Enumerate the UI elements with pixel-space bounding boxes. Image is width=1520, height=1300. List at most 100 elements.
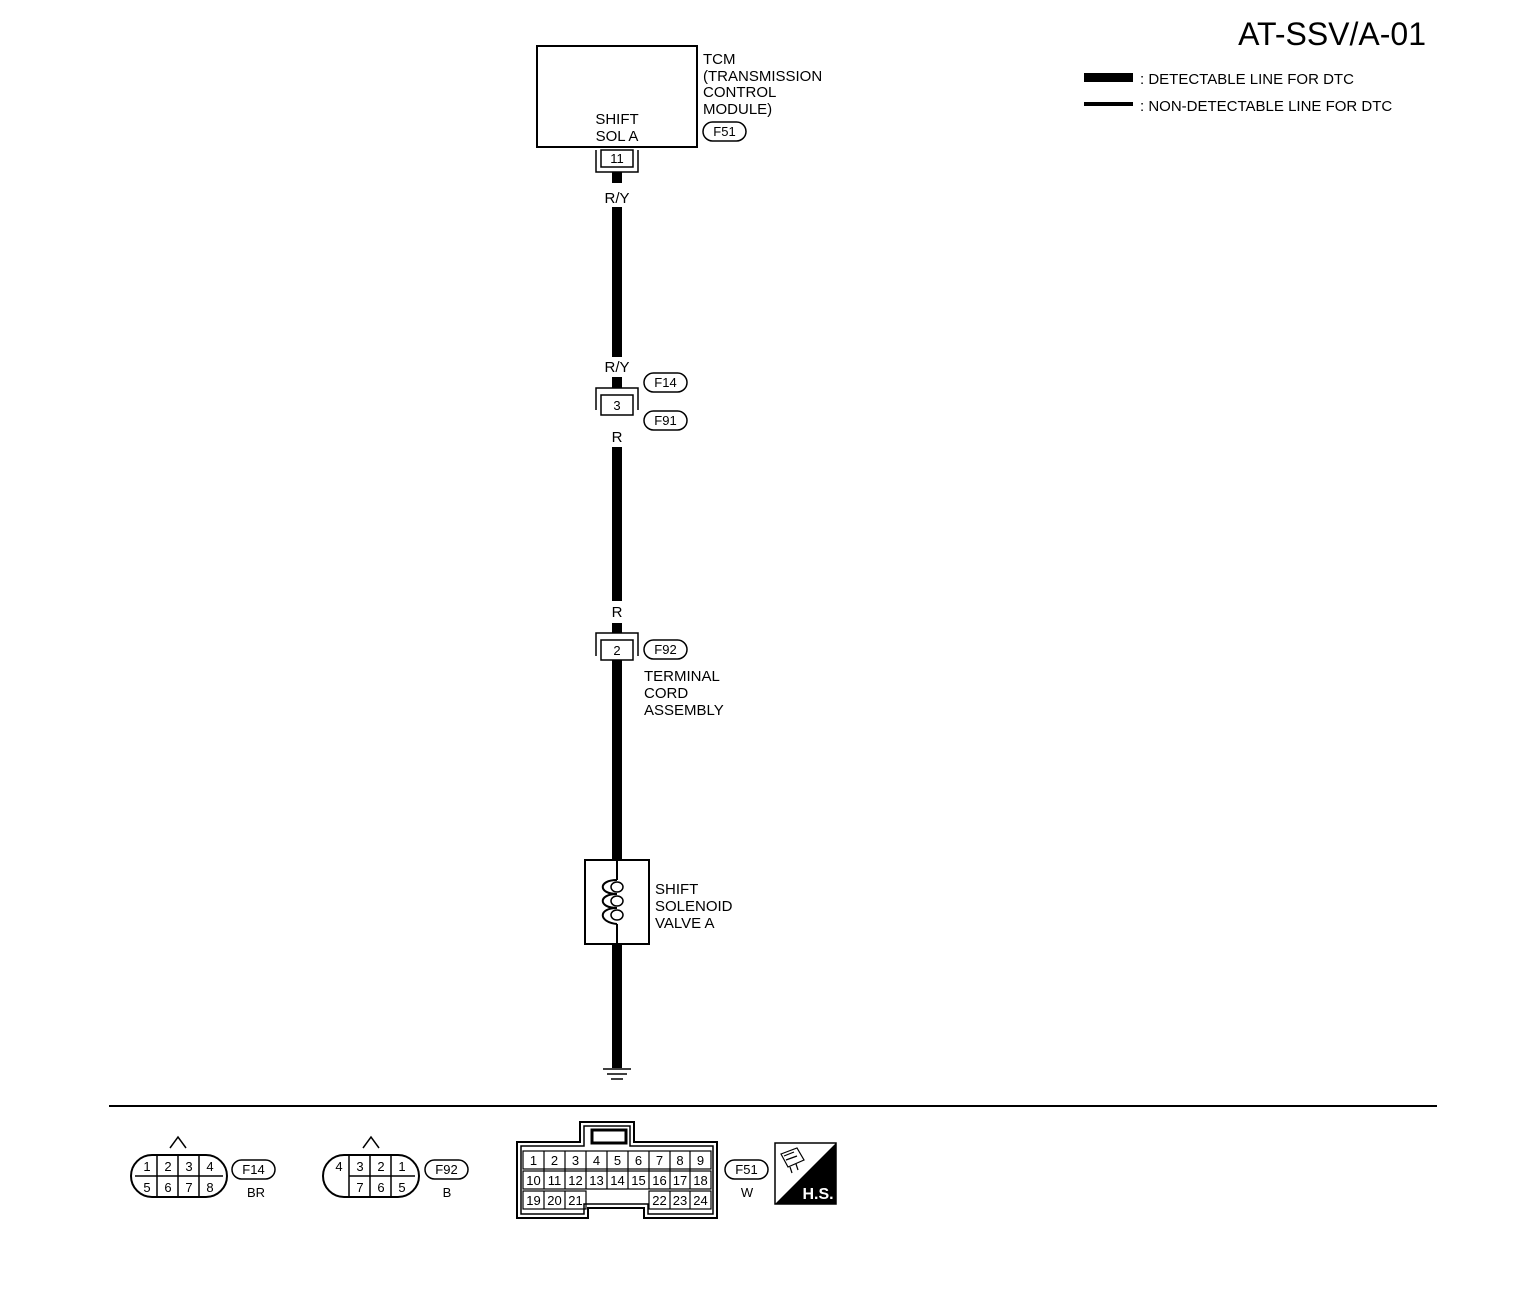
f92-color: B (443, 1185, 452, 1200)
connector-view-f92: 4 3 2 1 7 6 5 F92 B (322, 1135, 469, 1200)
f14-pin: 5 (143, 1180, 150, 1195)
f51-pin: 24 (693, 1193, 707, 1208)
tcm-connector-id: F51 (713, 124, 735, 139)
f51-pin: 10 (526, 1173, 540, 1188)
f92-pin: 6 (377, 1180, 384, 1195)
f51-pin: 16 (652, 1173, 666, 1188)
f51-pin: 12 (568, 1173, 582, 1188)
tcm-terminal-label-line-1: SHIFT (595, 111, 638, 128)
f51-pin: 9 (697, 1153, 704, 1168)
f51-housing-inner (520, 1125, 714, 1215)
f14-pin: 6 (164, 1180, 171, 1195)
diagram-title: AT-SSV/A-01 (1238, 16, 1426, 52)
f51-pin: 5 (614, 1153, 621, 1168)
f14-pin: 2 (164, 1159, 171, 1174)
wire-color-lower-bottom: R (612, 604, 623, 621)
f51-pin: 1 (530, 1153, 537, 1168)
wire-lower (612, 447, 622, 601)
f14-tag (231, 1159, 276, 1180)
tcm-box (536, 45, 698, 148)
tcm-name-line-2: (TRANSMISSION (703, 68, 822, 85)
f14-pin: 1 (143, 1159, 150, 1174)
f51-color: W (741, 1185, 754, 1200)
tcm-terminal-number: 11 (610, 151, 624, 166)
tcm-name-line-1: TCM (703, 51, 736, 68)
f92-pin: 4 (335, 1159, 342, 1174)
f51-pin: 18 (693, 1173, 707, 1188)
f92-pin: 5 (398, 1180, 405, 1195)
junction-bracket (595, 387, 639, 410)
f51-pin: 14 (610, 1173, 624, 1188)
legend-non-detectable-swatch (1084, 102, 1133, 106)
f51-lock-tab (590, 1128, 628, 1145)
terminal-cord-name-line-2: CORD (644, 685, 688, 702)
wire-to-solenoid (612, 660, 622, 860)
junction-connector-top-tag (643, 372, 688, 393)
f51-pin: 2 (551, 1153, 558, 1168)
wire-stub-terminal-cord (612, 623, 622, 633)
terminal-cord-connector-tag (643, 639, 688, 660)
f51-pin: 4 (593, 1153, 600, 1168)
wire-color-upper-top: R/Y (604, 190, 629, 207)
wire-color-lower-top: R (612, 429, 623, 446)
terminal-cord-terminal-number: 2 (613, 643, 620, 658)
f14-key-icon (169, 1135, 187, 1149)
terminal-cord-bracket (595, 632, 639, 656)
connector-view-f51: 1 2 3 4 5 6 7 8 9 10 11 12 13 14 15 16 1… (516, 1121, 769, 1219)
wire-upper (612, 207, 622, 357)
terminal-cord-name-line-1: TERMINAL (644, 668, 720, 685)
f14-pin: 8 (206, 1180, 213, 1195)
hs-connector-icon (780, 1147, 805, 1174)
tcm-module: TCM (TRANSMISSION CONTROL MODULE) SHIFT … (536, 45, 822, 173)
tcm-terminal-box (600, 149, 634, 168)
f51-pin: 19 (526, 1193, 540, 1208)
f14-pin: 3 (185, 1159, 192, 1174)
legend-detectable-label: : DETECTABLE LINE FOR DTC (1140, 71, 1354, 88)
f51-pin: 23 (673, 1193, 687, 1208)
wire-to-ground (612, 944, 622, 1068)
coil-loop-2 (610, 895, 624, 907)
legend-detectable-swatch (1084, 73, 1133, 82)
shift-solenoid-valve: SHIFT SOLENOID VALVE A (584, 859, 733, 945)
wire-stub-junction-top (612, 377, 622, 388)
hs-badge-text: H.S. (802, 1186, 833, 1203)
legend: : DETECTABLE LINE FOR DTC : NON-DETECTAB… (1084, 71, 1392, 115)
terminal-cord-assembly: 2 F92 TERMINAL CORD ASSEMBLY (595, 632, 724, 719)
f51-pin: 3 (572, 1153, 579, 1168)
wire-color-upper-bottom: R/Y (604, 359, 629, 376)
f51-pin: 22 (652, 1193, 666, 1208)
solenoid-name-line-2: SOLENOID (655, 898, 733, 915)
f14-pin: 4 (206, 1159, 213, 1174)
f51-pin: 7 (656, 1153, 663, 1168)
junction-connector-bottom-id: F91 (654, 413, 676, 428)
junction-connector-top-id: F14 (654, 375, 676, 390)
f51-pin: 21 (568, 1193, 582, 1208)
connector-view-f14: 1 2 3 4 5 6 7 8 F14 BR (130, 1135, 276, 1200)
tcm-connector-tag (702, 121, 747, 142)
junction-terminal-box (600, 394, 634, 416)
junction-connector: 3 F14 F91 (595, 372, 688, 431)
hs-badge-fill (775, 1143, 836, 1204)
f51-tag (724, 1159, 769, 1180)
f92-pin: 7 (356, 1180, 363, 1195)
terminal-cord-name-line-3: ASSEMBLY (644, 702, 724, 719)
f51-pin: 8 (676, 1153, 683, 1168)
f92-key-icon (362, 1135, 380, 1149)
junction-terminal-number: 3 (613, 398, 620, 413)
f51-id: F51 (735, 1162, 757, 1177)
tcm-terminal-label-line-2: SOL A (596, 128, 639, 145)
coil-loop-3 (610, 909, 624, 921)
wire-stub-tcm (612, 172, 622, 183)
f51-pin: 13 (589, 1173, 603, 1188)
hs-badge: H.S. (774, 1142, 837, 1205)
solenoid-name-line-1: SHIFT (655, 881, 698, 898)
f51-pin-grid (522, 1150, 712, 1210)
f92-pin: 1 (398, 1159, 405, 1174)
f51-pin: 20 (547, 1193, 561, 1208)
f51-pin: 6 (635, 1153, 642, 1168)
f14-pin: 7 (185, 1180, 192, 1195)
legend-non-detectable-label: : NON-DETECTABLE LINE FOR DTC (1140, 98, 1392, 115)
f51-pin: 11 (548, 1173, 562, 1188)
ground-icon (603, 1068, 631, 1080)
